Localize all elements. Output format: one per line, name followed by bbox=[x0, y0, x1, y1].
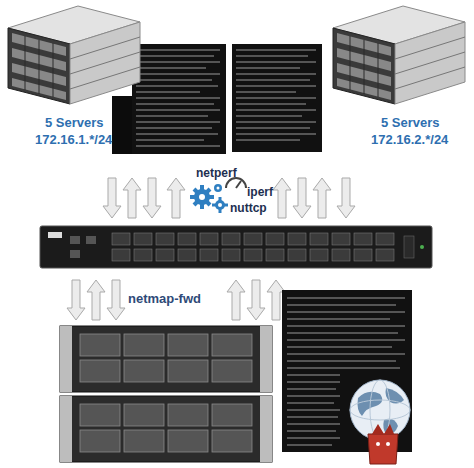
subnet-label: 172.16.1.*/24 bbox=[35, 133, 112, 147]
rack-server bbox=[60, 326, 272, 392]
tool-name: netperf bbox=[196, 167, 237, 180]
server-count: 5 Servers bbox=[381, 116, 440, 130]
traffic-arrows bbox=[103, 178, 355, 218]
server-stack bbox=[333, 6, 465, 104]
traffic-arrows bbox=[67, 280, 285, 320]
server-count: 5 Servers bbox=[45, 116, 104, 130]
tool-name: iperf bbox=[247, 186, 273, 199]
server-stack bbox=[8, 6, 140, 104]
gears-icon bbox=[190, 184, 228, 213]
globe-icon bbox=[350, 380, 410, 440]
rack-server bbox=[60, 396, 272, 462]
tool-name: nuttcp bbox=[230, 202, 267, 215]
subnet-label: 172.16.2.*/24 bbox=[371, 133, 448, 147]
network-switch bbox=[40, 226, 432, 268]
daemon-icon bbox=[368, 424, 398, 464]
terminal-screenshot bbox=[232, 44, 322, 152]
tool-name: netmap-fwd bbox=[128, 292, 201, 306]
terminal-screenshot bbox=[282, 290, 412, 452]
